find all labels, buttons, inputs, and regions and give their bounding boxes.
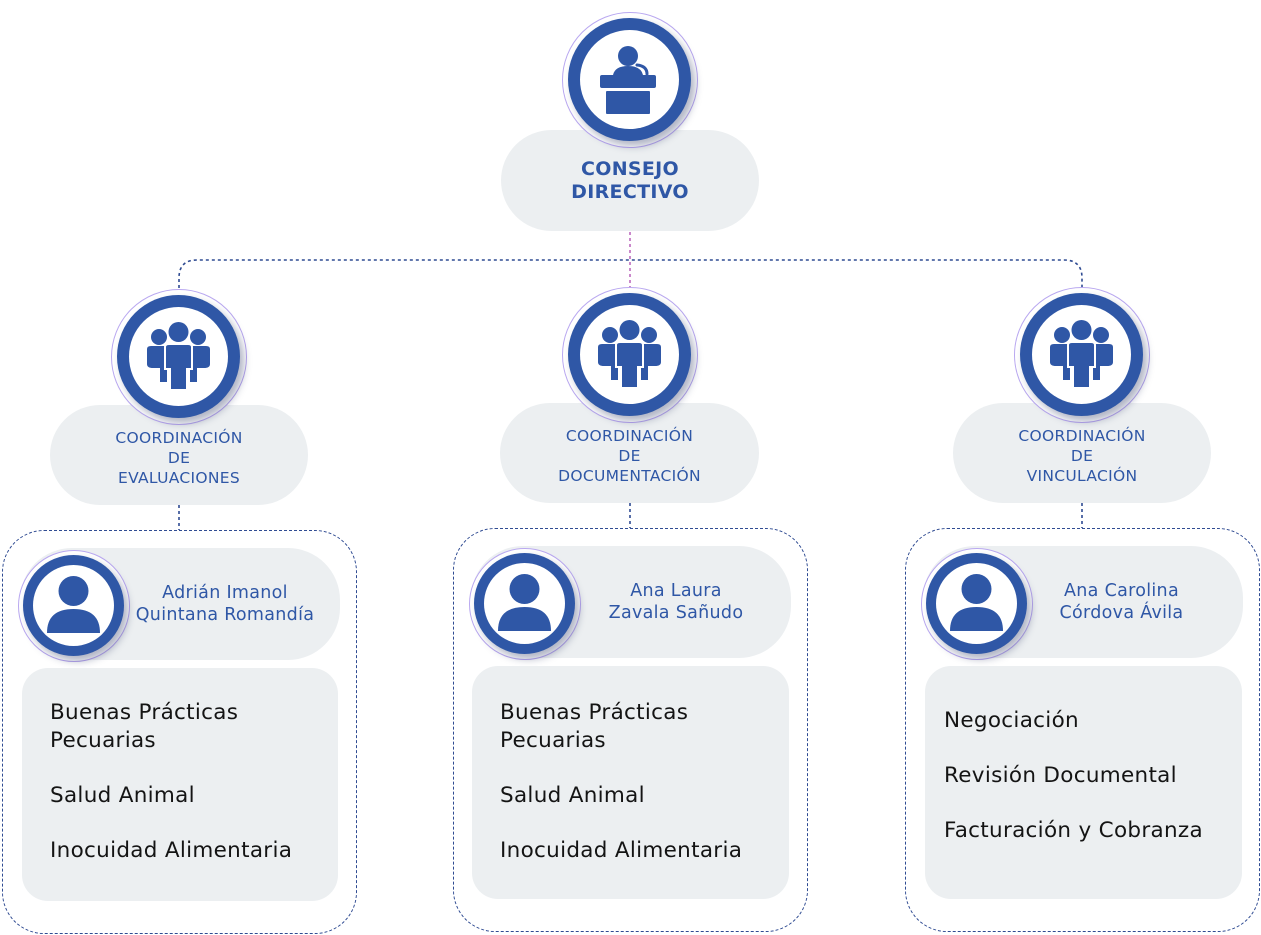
coordination-label-line: EVALUACIONES [118,469,240,487]
task-item: Buenas Prácticas [500,700,689,725]
coordination-vinculacion-label-pill: COORDINACIÓN DE VINCULACIÓN [953,403,1211,503]
task-item: Inocuidad Alimentaria [500,838,743,863]
coordinator-name-line2: Zavala Sañudo [608,603,744,623]
consejo-directivo-label-line2: DIRECTIVO [571,180,689,203]
group-icon [1050,320,1113,389]
task-list-card: Buenas Prácticas Pecuarias Salud Animal … [22,668,338,901]
coordinator-name-line2: Quintana Romandía [135,605,315,625]
coordinator-avatar [921,548,1033,660]
task-list-card: Buenas Prácticas Pecuarias Salud Animal … [472,666,789,899]
coordinator-avatar [469,548,581,660]
coordination-documentacion-label-pill: COORDINACIÓN DE DOCUMENTACIÓN [500,403,759,503]
consejo-directivo-node [562,12,698,148]
coordination-evaluaciones-node [111,289,247,425]
coordination-label-line: COORDINACIÓN [1018,427,1146,445]
task-item: Buenas Prácticas [50,700,239,725]
task-item: Inocuidad Alimentaria [50,838,293,863]
coordination-documentacion-node [562,287,698,423]
coordinator-avatar [18,550,130,662]
task-item: Salud Animal [50,783,195,808]
task-list-card: Negociación Revisión Documental Facturac… [925,666,1242,899]
coordinator-name-line2: Córdova Ávila [1059,603,1184,623]
user-icon [950,574,1003,631]
user-icon [47,576,100,633]
group-icon [598,320,661,389]
coordination-label-line: DE [1070,447,1094,465]
task-item: Salud Animal [500,783,645,808]
coordination-label-line: DE [618,447,641,465]
user-icon [498,574,551,631]
coordinator-name-line1: Ana Laura [630,581,722,601]
coordination-label-line: DE [167,449,191,467]
task-item: Pecuarias [500,728,606,753]
task-item: Negociación [944,708,1079,733]
coordination-vinculacion-team-box [905,528,1260,932]
task-item: Facturación y Cobranza [944,818,1203,843]
coordination-evaluaciones-team-box [2,530,357,934]
coordination-label-line: COORDINACIÓN [565,427,694,445]
coordination-label-line: DOCUMENTACIÓN [558,467,701,485]
podium-speaker-icon [600,46,656,114]
coordinator-name-line1: Adrián Imanol [162,583,288,603]
consejo-directivo-label-line1: CONSEJO [581,157,679,180]
coordination-vinculacion-node [1014,287,1150,423]
task-item: Pecuarias [50,728,156,753]
coordination-label-line: COORDINACIÓN [115,429,243,447]
group-icon [147,322,210,391]
coordination-label-line: VINCULACIÓN [1026,467,1138,485]
coordinator-name-line1: Ana Carolina [1064,581,1179,601]
coordination-documentacion-team-box [453,528,808,932]
task-item: Revisión Documental [944,763,1177,788]
